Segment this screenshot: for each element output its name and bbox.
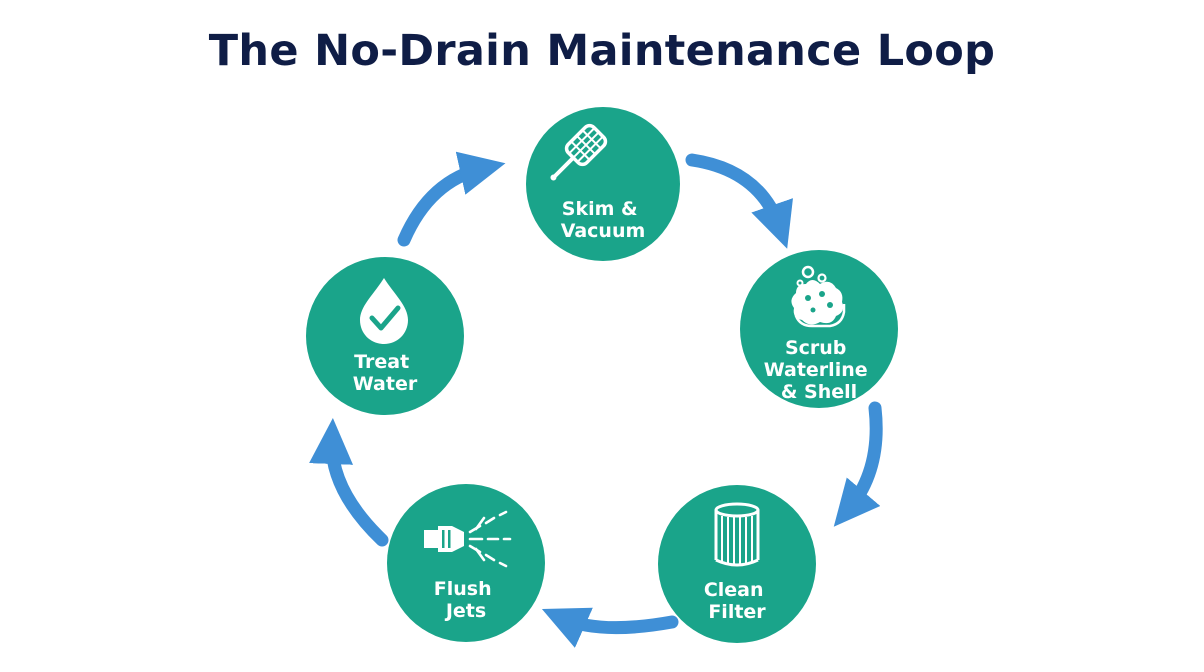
step-circle <box>740 250 898 408</box>
step-node-scrub: Scrub Waterline & Shell <box>740 250 898 408</box>
step-label-line: Treat <box>354 351 409 373</box>
step-label-line: Waterline <box>764 359 868 381</box>
step-node-skim: Skim & Vacuum <box>526 107 680 261</box>
step-label-line: Scrub <box>785 337 846 359</box>
step-node-flush: Flush Jets <box>387 484 545 642</box>
step-label-line: Vacuum <box>561 220 646 242</box>
water-drop-check-icon <box>360 278 408 344</box>
step-label-line: Water <box>353 373 418 395</box>
svg-text:Scrub Waterline &: Scrub Waterline & Shell <box>764 337 875 403</box>
loop-arrows <box>309 151 883 648</box>
step-label-line: Flush <box>434 578 492 600</box>
step-label-line: Filter <box>708 601 766 623</box>
filter-cartridge-icon <box>714 502 760 567</box>
svg-text:Clean Filter: Clean Filter <box>704 579 770 623</box>
arrow-scrub-to-clean <box>833 401 883 527</box>
step-label-line: Jets <box>444 600 486 622</box>
page-title: The No-Drain Maintenance Loop <box>208 26 996 76</box>
svg-text:Treat Water: Treat Water <box>353 351 418 395</box>
step-circle <box>526 107 680 261</box>
spray-nozzle-icon <box>424 510 512 568</box>
svg-text:Flush Jets: Flush Jets <box>434 578 498 622</box>
arrow-skim-to-scrub <box>685 153 793 249</box>
skimmer-net-icon <box>550 123 608 181</box>
svg-text:Skim & Vacuum: Skim & Vacuum <box>561 198 646 242</box>
sponge-icon <box>791 265 846 328</box>
step-node-treat: Treat Water <box>306 257 464 415</box>
step-circle <box>387 484 545 642</box>
step-label-line: Skim & <box>562 198 638 220</box>
step-label-line: Clean <box>704 579 764 601</box>
arrow-clean-to-flush <box>541 607 679 648</box>
arrow-flush-to-treat <box>309 418 389 547</box>
step-label-line: & Shell <box>781 381 857 403</box>
arrow-treat-to-skim <box>397 151 506 247</box>
step-node-clean: Clean Filter <box>658 485 816 643</box>
